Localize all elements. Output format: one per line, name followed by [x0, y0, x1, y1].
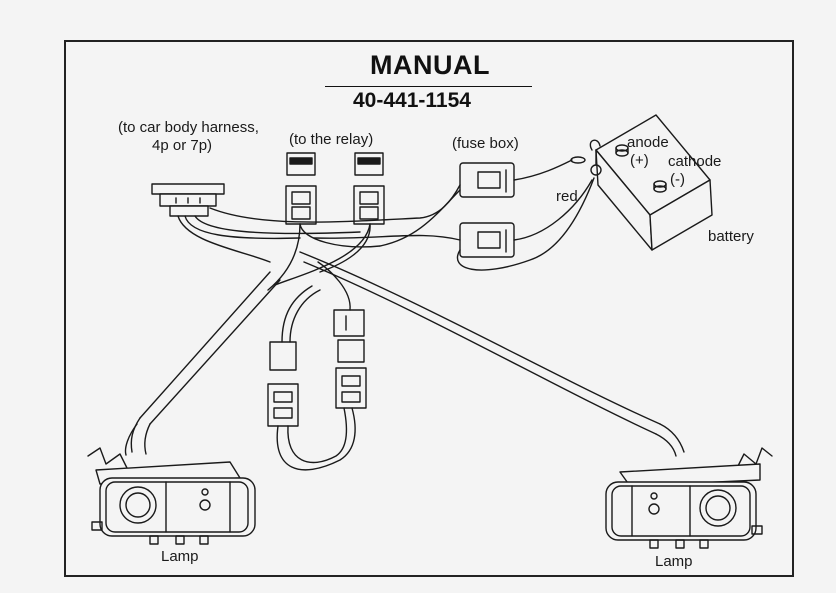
battery-label: battery	[708, 228, 754, 245]
fuse-box-label: (fuse box)	[452, 135, 519, 152]
relay-label: (to the relay)	[289, 131, 374, 148]
left-lamp	[87, 447, 256, 545]
part-number: 40-441-1154	[353, 89, 471, 112]
relay-socket-right	[353, 152, 385, 225]
car-body-harness-label: (to car body harness,	[118, 119, 259, 136]
fuse-box-lower	[459, 222, 515, 258]
center-connector-right	[335, 367, 367, 409]
anode-sign: (+)	[630, 152, 649, 169]
left-lamp-label: Lamp	[161, 548, 199, 565]
battery-terminal-clamp	[570, 139, 602, 176]
car-body-harness-connector	[151, 183, 225, 217]
right-lamp-label: Lamp	[655, 553, 693, 570]
cathode-sign: (-)	[670, 171, 685, 188]
red-wire-label: red	[556, 188, 578, 205]
battery	[595, 114, 713, 251]
center-loop-wires	[276, 261, 356, 471]
diagram-frame	[64, 40, 794, 577]
car-body-harness-label-line2: 4p or 7p)	[152, 137, 213, 154]
right-lamp	[605, 447, 773, 549]
fuse-box-upper	[459, 162, 515, 198]
relay-socket-left	[285, 152, 317, 225]
center-connector-left	[267, 341, 299, 427]
title-rule	[325, 86, 532, 87]
cable-to-left-lamp	[124, 271, 281, 456]
manual-title: MANUAL	[370, 50, 490, 80]
anode-label: anode	[627, 134, 669, 151]
center-connector-upper-right	[333, 309, 365, 363]
cathode-label: cathode	[668, 153, 722, 170]
cable-to-right-lamp	[299, 251, 685, 457]
wiring-bundle	[177, 159, 595, 291]
